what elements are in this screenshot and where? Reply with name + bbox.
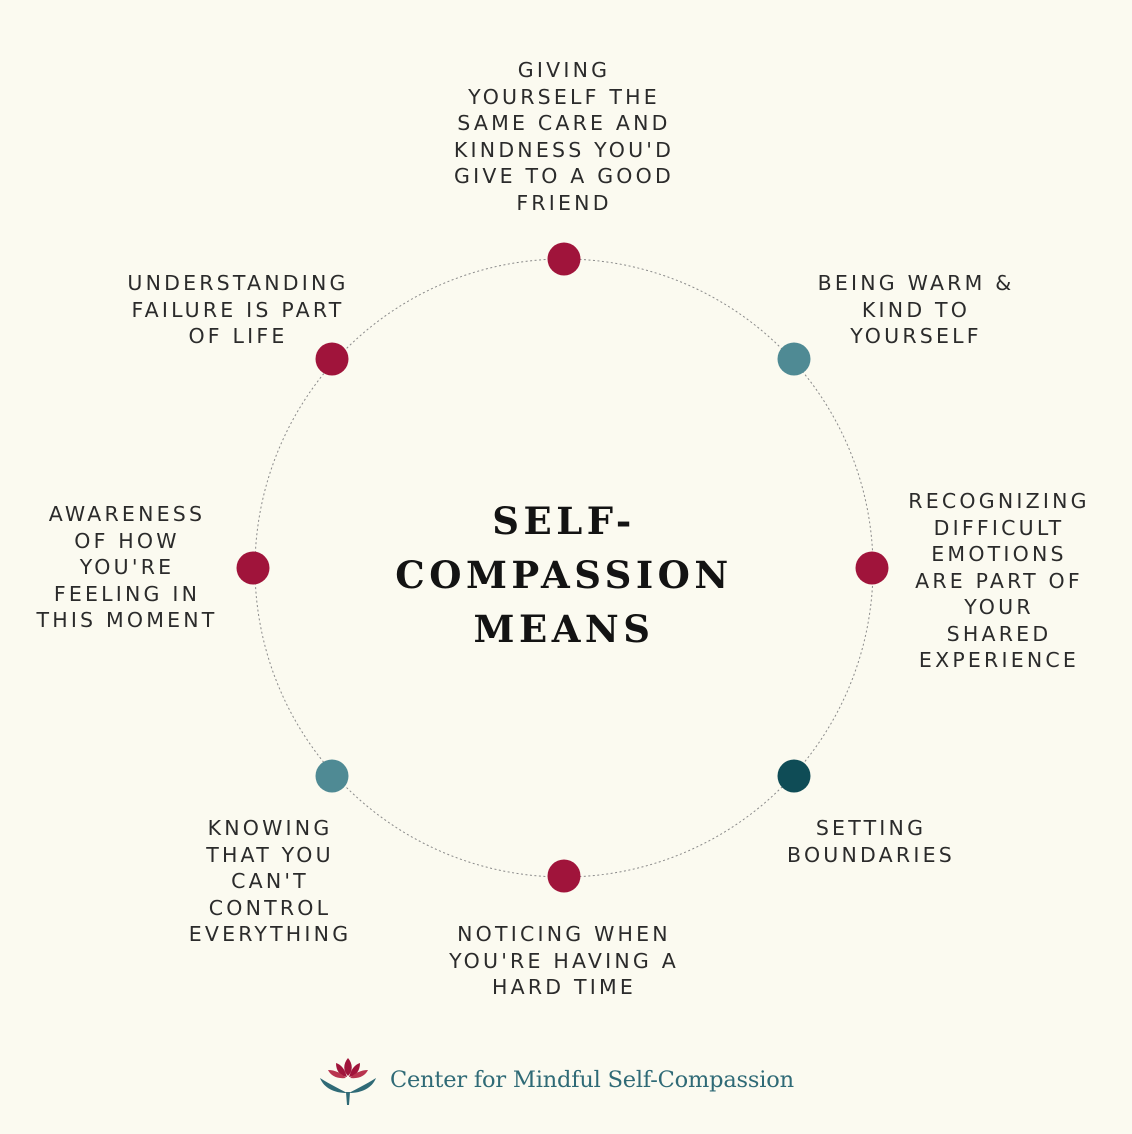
dot-awareness [236,551,270,585]
label-awareness: AWARENESS OF HOW YOU'RE FEELING IN THIS … [36,502,218,632]
label-recognizing: RECOGNIZING DIFFICULT EMOTIONS ARE PART … [908,489,1090,672]
dot-boundaries [777,759,811,793]
label-friend: GIVING YOURSELF THE SAME CARE AND KINDNE… [453,58,675,215]
lotus-hands-icon [320,1058,376,1105]
dot-noticing [547,859,581,893]
label-warm: BEING WARM & KIND TO YOURSELF [817,271,1015,348]
organization-name: Center for Mindful Self-Compassion [390,1067,794,1093]
label-boundaries: SETTING BOUNDARIES [787,816,955,867]
label-failure: UNDERSTANDING FAILURE IS PART OF LIFE [127,271,349,348]
footer-brand: Center for Mindful Self-Compassion [316,1052,794,1108]
dot-friend [547,242,581,276]
label-control: KNOWING THAT YOU CAN'T CONTROL EVERYTHIN… [188,816,352,946]
dot-warm [777,342,811,376]
dot-control [315,759,349,793]
dot-failure [315,342,349,376]
center-title: SELF- COMPASSION MEANS [395,499,733,651]
dot-recognizing [855,551,889,585]
label-noticing: NOTICING WHEN YOU'RE HAVING A HARD TIME [449,922,679,999]
